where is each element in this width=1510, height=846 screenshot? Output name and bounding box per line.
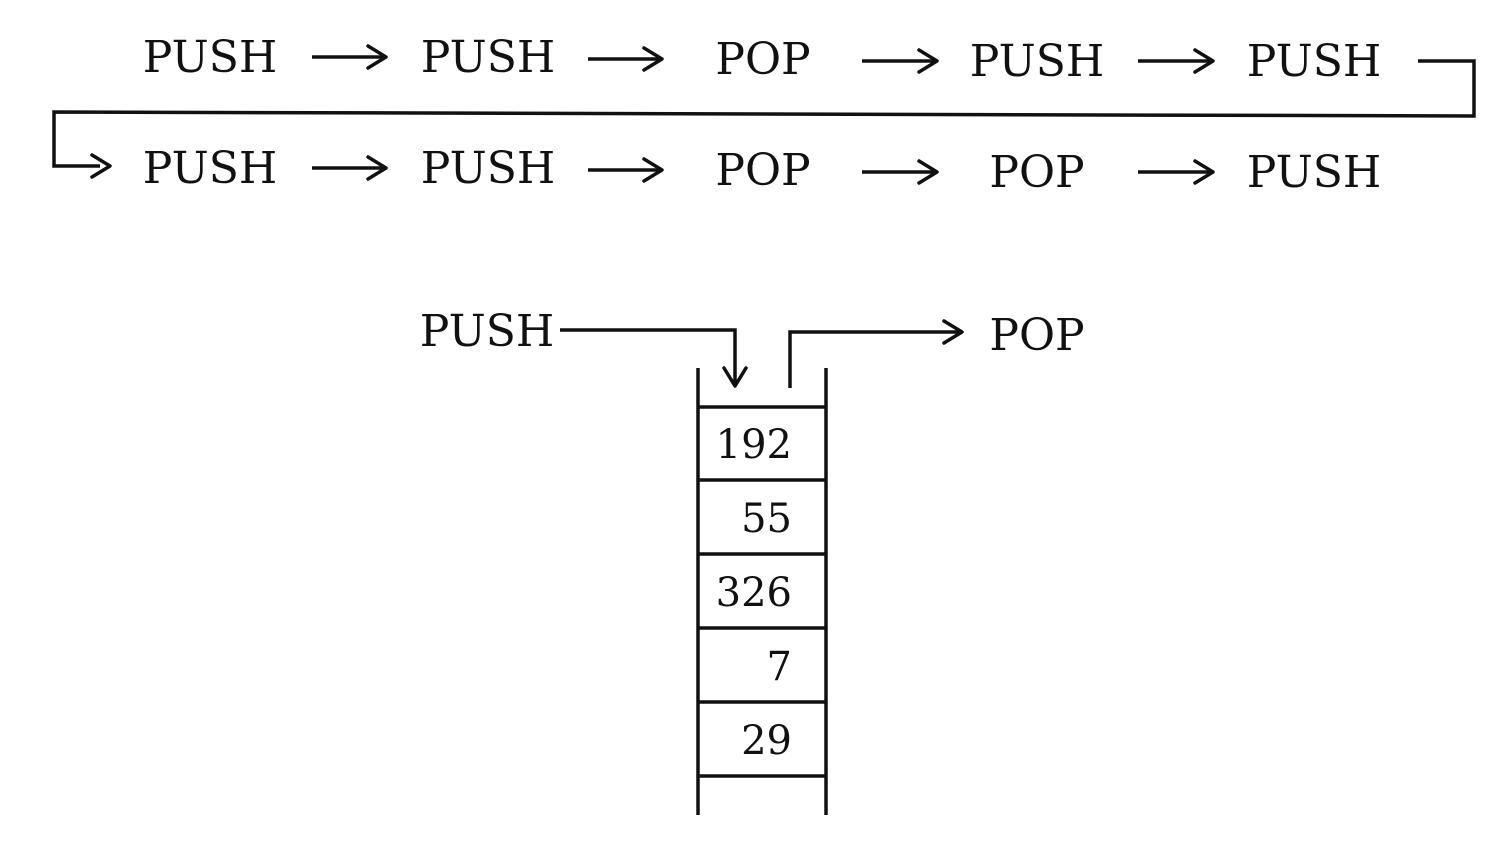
sequence-arrow-r2-1 xyxy=(312,155,388,181)
sequence-op-r2-4: POP xyxy=(989,147,1084,198)
stack-cell-5: 29 xyxy=(741,718,792,764)
sequence-op-r2-3: POP xyxy=(715,145,810,196)
sequence-op-r1-5: PUSH xyxy=(1247,36,1381,87)
stack-pop-label: POP xyxy=(989,310,1084,361)
sequence-arrow-r1-4 xyxy=(1138,48,1215,74)
sequence-row-2: PUSH PUSH POP POP PUSH xyxy=(143,143,1381,198)
sequence-arrow-r2-3 xyxy=(862,159,939,185)
stack-cell-dividers xyxy=(698,405,826,778)
stack-push-arrow xyxy=(560,328,748,388)
sequence-arrow-r1-2 xyxy=(588,46,664,72)
sequence-op-r2-2: PUSH xyxy=(421,143,555,194)
stack-illustration: PUSH POP 192 55 326 7 29 xyxy=(420,306,1085,815)
sequence-op-r1-3: POP xyxy=(715,34,810,85)
sequence-op-r1-4: PUSH xyxy=(970,36,1104,87)
sequence-op-r1-1: PUSH xyxy=(143,32,277,83)
stack-cell-4: 7 xyxy=(767,644,792,690)
stack-cell-3: 326 xyxy=(716,570,792,616)
sequence-arrow-r1-1 xyxy=(312,44,388,70)
sequence-arrow-r2-4 xyxy=(1138,159,1215,185)
sequence-row-1: PUSH PUSH POP PUSH PUSH xyxy=(143,32,1381,87)
stack-pop-arrow xyxy=(788,319,964,388)
stack-push-label: PUSH xyxy=(420,306,554,357)
sequence-arrow-r2-2 xyxy=(588,157,664,183)
sequence-op-r2-5: PUSH xyxy=(1247,147,1381,198)
sequence-op-r1-2: PUSH xyxy=(421,32,555,83)
sequence-arrow-r1-3 xyxy=(862,48,939,74)
stack-cell-2: 55 xyxy=(741,496,792,542)
sequence-op-r2-1: PUSH xyxy=(143,143,277,194)
sequence-wrap-connector xyxy=(52,59,1476,179)
stack-cell-1: 192 xyxy=(716,422,792,468)
